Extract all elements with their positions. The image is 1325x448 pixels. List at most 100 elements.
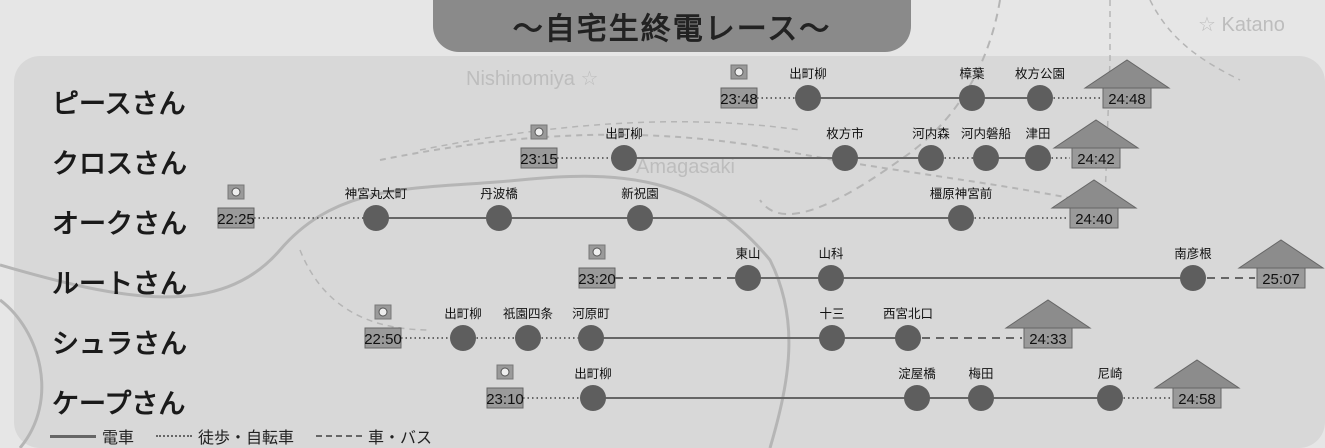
station-label: 東山 <box>735 246 760 261</box>
route-row: 22:50 出町柳 祇園四条 河原町 十三 西宮北口 24:33 <box>364 299 1092 351</box>
route-row: 22:25神宮丸太町丹波橋新祝園橿原神宮前24:40 <box>217 179 1138 231</box>
start-time-box <box>578 267 616 289</box>
station-node <box>363 205 389 231</box>
map-line <box>379 133 1081 201</box>
start-time-box <box>520 147 558 169</box>
house-icon <box>1083 59 1171 89</box>
runner-name: シュラさん <box>52 329 187 360</box>
start-time: 22:25 <box>217 211 255 228</box>
end-time: 24:48 <box>1108 91 1146 108</box>
station-node <box>832 145 858 171</box>
end-time-box <box>1071 147 1121 169</box>
station-label: 丹波橋 <box>480 186 518 201</box>
clock-face <box>592 247 602 257</box>
station-node <box>735 265 761 291</box>
station-node <box>968 385 994 411</box>
legend-walk: 徒歩・自転車 <box>156 424 294 448</box>
end-time: 24:40 <box>1075 211 1113 228</box>
station-node <box>1097 385 1123 411</box>
station-label: 出町柳 <box>444 306 482 321</box>
station-node <box>580 385 606 411</box>
house-icon <box>1004 299 1092 329</box>
start-time: 23:15 <box>520 151 558 168</box>
station-node <box>818 265 844 291</box>
clock-face <box>734 67 744 77</box>
end-time-box <box>1069 207 1119 229</box>
station-label: 枚方公園 <box>1015 66 1065 81</box>
legend-train: 電車 <box>50 424 134 448</box>
station-label: 河内森 <box>912 126 950 141</box>
station-node <box>959 85 985 111</box>
station-label: 河原町 <box>572 306 610 321</box>
station-label: 橿原神宮前 <box>930 186 993 201</box>
end-time: 25:07 <box>1262 271 1300 288</box>
station-node <box>1027 85 1053 111</box>
house-icon <box>1050 179 1138 209</box>
end-time-box <box>1256 267 1306 289</box>
station-node <box>895 325 921 351</box>
legend-bus: 車・バス <box>316 424 432 448</box>
station-label: 枚方市 <box>826 126 864 141</box>
station-label: 山科 <box>818 246 844 261</box>
map-label-amagasaki: Amagasaki <box>636 156 735 178</box>
station-label: 南彦根 <box>1174 246 1212 261</box>
end-time: 24:58 <box>1178 391 1216 408</box>
map-line <box>1104 0 1111 201</box>
start-time: 23:48 <box>720 91 758 108</box>
station-node <box>819 325 845 351</box>
end-time: 24:42 <box>1077 151 1115 168</box>
house-icon <box>1052 119 1140 149</box>
station-node <box>918 145 944 171</box>
station-label: 河内磐船 <box>961 126 1011 141</box>
runner-name: オークさん <box>52 209 187 240</box>
map-label-nishinomiya: Nishinomiya ☆ <box>466 68 599 90</box>
map-line <box>419 120 801 151</box>
house-icon <box>1153 359 1241 389</box>
route-row: 23:20東山山科南彦根25:07 <box>578 239 1325 291</box>
route-row: 23:15 出町柳 枚方市 河内森河内磐船津田 24:42 <box>520 119 1140 171</box>
start-time: 22:50 <box>364 331 402 348</box>
clock-face <box>231 187 241 197</box>
map-line <box>0 298 44 448</box>
station-label: 尼崎 <box>1097 366 1123 381</box>
start-time: 23:10 <box>486 391 524 408</box>
end-time: 24:33 <box>1029 331 1067 348</box>
runner-name: ルートさん <box>52 269 187 300</box>
station-label: 出町柳 <box>789 66 827 81</box>
station-label: 津田 <box>1025 126 1050 141</box>
map-line <box>0 174 791 448</box>
station-label: 出町柳 <box>574 366 612 381</box>
clock-face <box>500 367 510 377</box>
legend: 電車 徒歩・自転車 車・バス <box>50 424 454 448</box>
map-line <box>1149 0 1241 81</box>
station-label: 樟葉 <box>959 66 985 81</box>
station-label: 新祝園 <box>621 186 659 201</box>
clock-face <box>534 127 544 137</box>
station-label: 祇園四条 <box>503 306 554 321</box>
end-time-box <box>1172 387 1222 409</box>
station-label: 梅田 <box>968 366 993 381</box>
map-label-katano: ☆ Katano <box>1198 14 1285 36</box>
station-node <box>450 325 476 351</box>
start-time-box <box>486 387 524 409</box>
end-time-box <box>1102 87 1152 109</box>
start-time-box <box>720 87 758 109</box>
page-title: 〜自宅生終電レース〜 <box>433 0 911 52</box>
station-node <box>611 145 637 171</box>
station-node <box>627 205 653 231</box>
station-label: 西宮北口 <box>883 306 933 321</box>
station-node <box>515 325 541 351</box>
station-node <box>1180 265 1206 291</box>
station-node <box>973 145 999 171</box>
clock-face <box>378 307 388 317</box>
station-node <box>578 325 604 351</box>
station-node <box>1025 145 1051 171</box>
end-time-box <box>1023 327 1073 349</box>
station-label: 出町柳 <box>605 126 643 141</box>
station-label: 十三 <box>819 306 844 321</box>
station-label: 淀屋橋 <box>898 366 936 381</box>
runner-name: ピースさん <box>52 89 186 120</box>
route-row: 23:48 出町柳 樟葉 枚方公園 24:48 <box>720 59 1171 111</box>
